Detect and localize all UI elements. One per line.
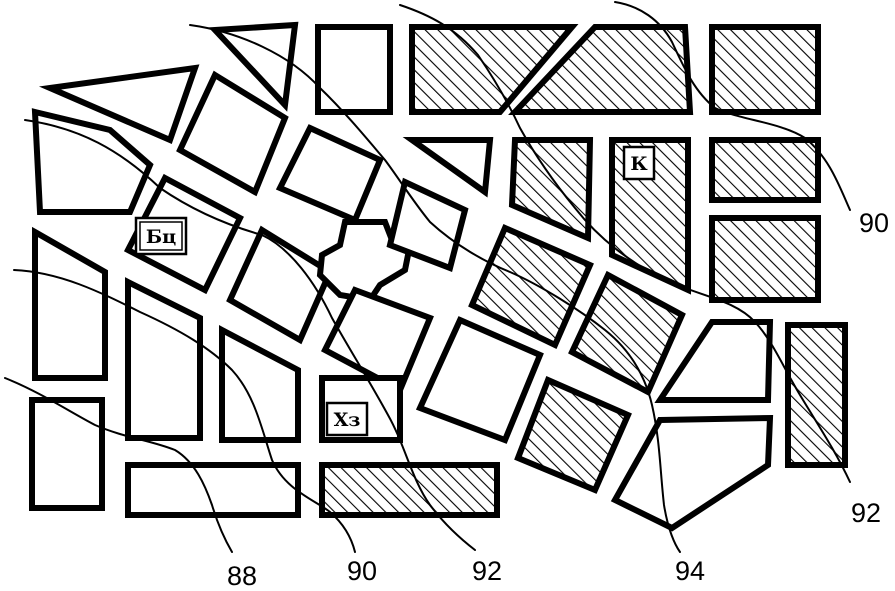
building-label-bc: Бц xyxy=(134,216,188,256)
hatched-block-bottom xyxy=(319,462,500,518)
hatched-block-right-1 xyxy=(709,137,821,203)
contour-label-90-left: 90 xyxy=(347,556,377,586)
hatched-block-top-2 xyxy=(508,24,694,115)
block-diamond-4 xyxy=(386,177,469,273)
label-box-k xyxy=(622,145,656,181)
hatched-block-top-1 xyxy=(409,24,579,115)
hatched-block-right-2 xyxy=(709,215,821,303)
building-label-xz: Хз xyxy=(325,401,369,437)
contour-line-88 xyxy=(4,377,233,553)
block-diamond-3 xyxy=(226,225,334,345)
hatched-block-diag-2 xyxy=(568,270,686,397)
hatched-block-mid-1 xyxy=(508,137,594,243)
plain-blocks xyxy=(29,21,774,532)
contour-label-92-bottom: 92 xyxy=(472,556,502,586)
contour-line-90-right xyxy=(614,1,851,211)
contour-label-88: 88 xyxy=(227,561,257,591)
block-right-pentagon xyxy=(654,319,774,403)
label-box-xz xyxy=(325,401,369,437)
contour-label-94: 94 xyxy=(675,556,705,586)
hatched-block-top-3 xyxy=(709,24,821,115)
hatched-blocks xyxy=(319,24,848,518)
block-diamond-6 xyxy=(415,316,544,444)
hatched-block-diag-3 xyxy=(514,375,632,494)
contour-line-92-right xyxy=(399,4,851,483)
block-top-square xyxy=(315,24,393,115)
contour-line-90-left xyxy=(13,269,356,553)
block-diamond-1 xyxy=(176,70,289,197)
block-bottom-right-pentagon xyxy=(610,414,774,532)
contour-line-92-bottom xyxy=(24,119,476,551)
block-small-trapezoid xyxy=(402,137,494,198)
contour-label-92-right: 92 xyxy=(851,498,881,528)
block-top-diagonal xyxy=(208,21,299,112)
block-left-middle xyxy=(32,226,108,381)
block-triangle-top-left xyxy=(38,64,200,145)
block-left-column xyxy=(125,277,203,441)
label-xz: Хз xyxy=(334,409,361,431)
hatched-block-right-column xyxy=(785,322,848,468)
building-label-k: К xyxy=(622,145,656,181)
contour-labels: 88 90 92 94 90 92 xyxy=(227,208,889,591)
block-bottom-long xyxy=(125,462,301,518)
contour-lines xyxy=(4,1,851,553)
block-left-bottom xyxy=(29,397,105,511)
block-diamond-2 xyxy=(275,124,384,224)
block-left-upper xyxy=(31,108,154,215)
label-k: К xyxy=(630,153,648,175)
hatched-block-diag-1 xyxy=(468,224,594,350)
contour-line-94 xyxy=(189,24,681,553)
label-bc: Бц xyxy=(146,226,176,248)
block-center-lower xyxy=(219,325,301,443)
contour-label-90-right: 90 xyxy=(859,208,889,238)
